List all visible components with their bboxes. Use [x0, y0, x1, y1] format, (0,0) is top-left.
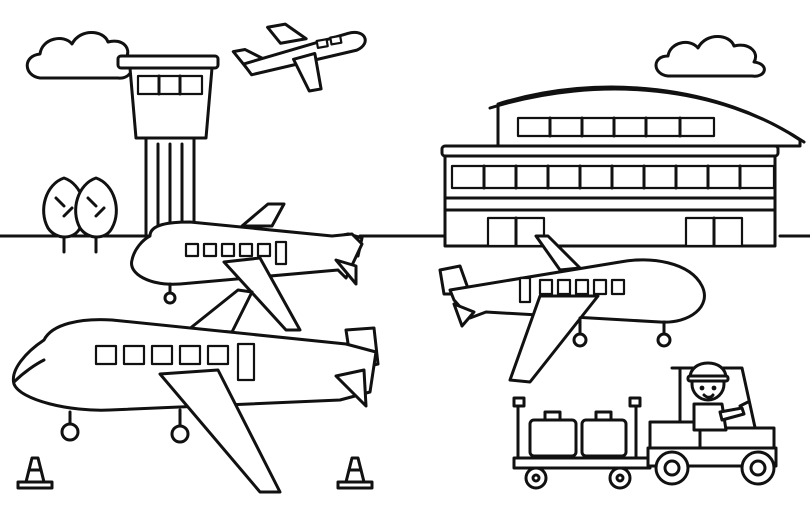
trees	[42, 176, 118, 254]
airplane-middle-left	[130, 202, 364, 332]
terminal-building	[440, 85, 806, 248]
airplane-right	[438, 234, 706, 384]
cloud-left	[25, 31, 134, 80]
flying-airplane	[231, 22, 367, 93]
driver	[686, 361, 750, 432]
control-tower	[116, 54, 220, 238]
baggage-tractor	[646, 366, 778, 486]
traffic-cone-left	[16, 456, 54, 490]
cloud-right	[654, 35, 766, 78]
baggage-cart	[512, 396, 664, 490]
airplane-front-left	[11, 288, 380, 494]
traffic-cone-right	[336, 456, 374, 490]
